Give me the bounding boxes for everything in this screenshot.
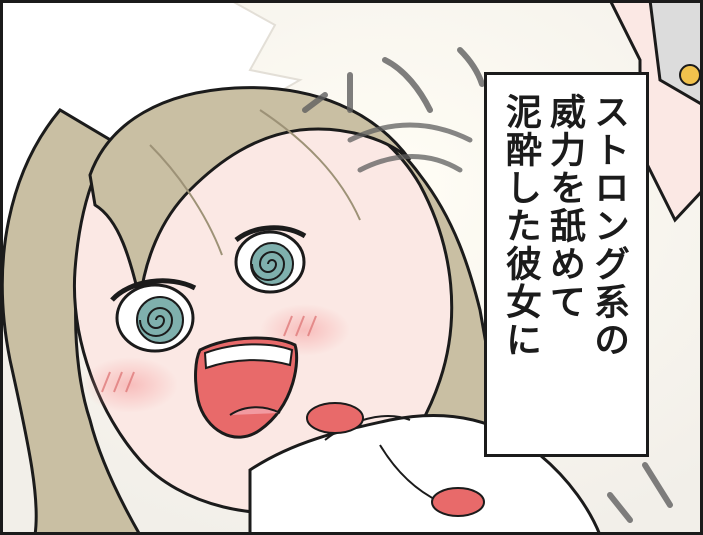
left-eye [110, 278, 197, 353]
mouth [194, 336, 299, 439]
right-eye [234, 225, 307, 294]
hand-holding-can [608, 0, 703, 223]
sushi-decoration [306, 402, 485, 517]
sfx-marks [302, 47, 673, 523]
caption-text: ストロング系の 威力を舐めて 泥酔した彼女に [500, 93, 629, 359]
caption-box: ストロング系の 威力を舐めて 泥酔した彼女に [484, 72, 649, 457]
